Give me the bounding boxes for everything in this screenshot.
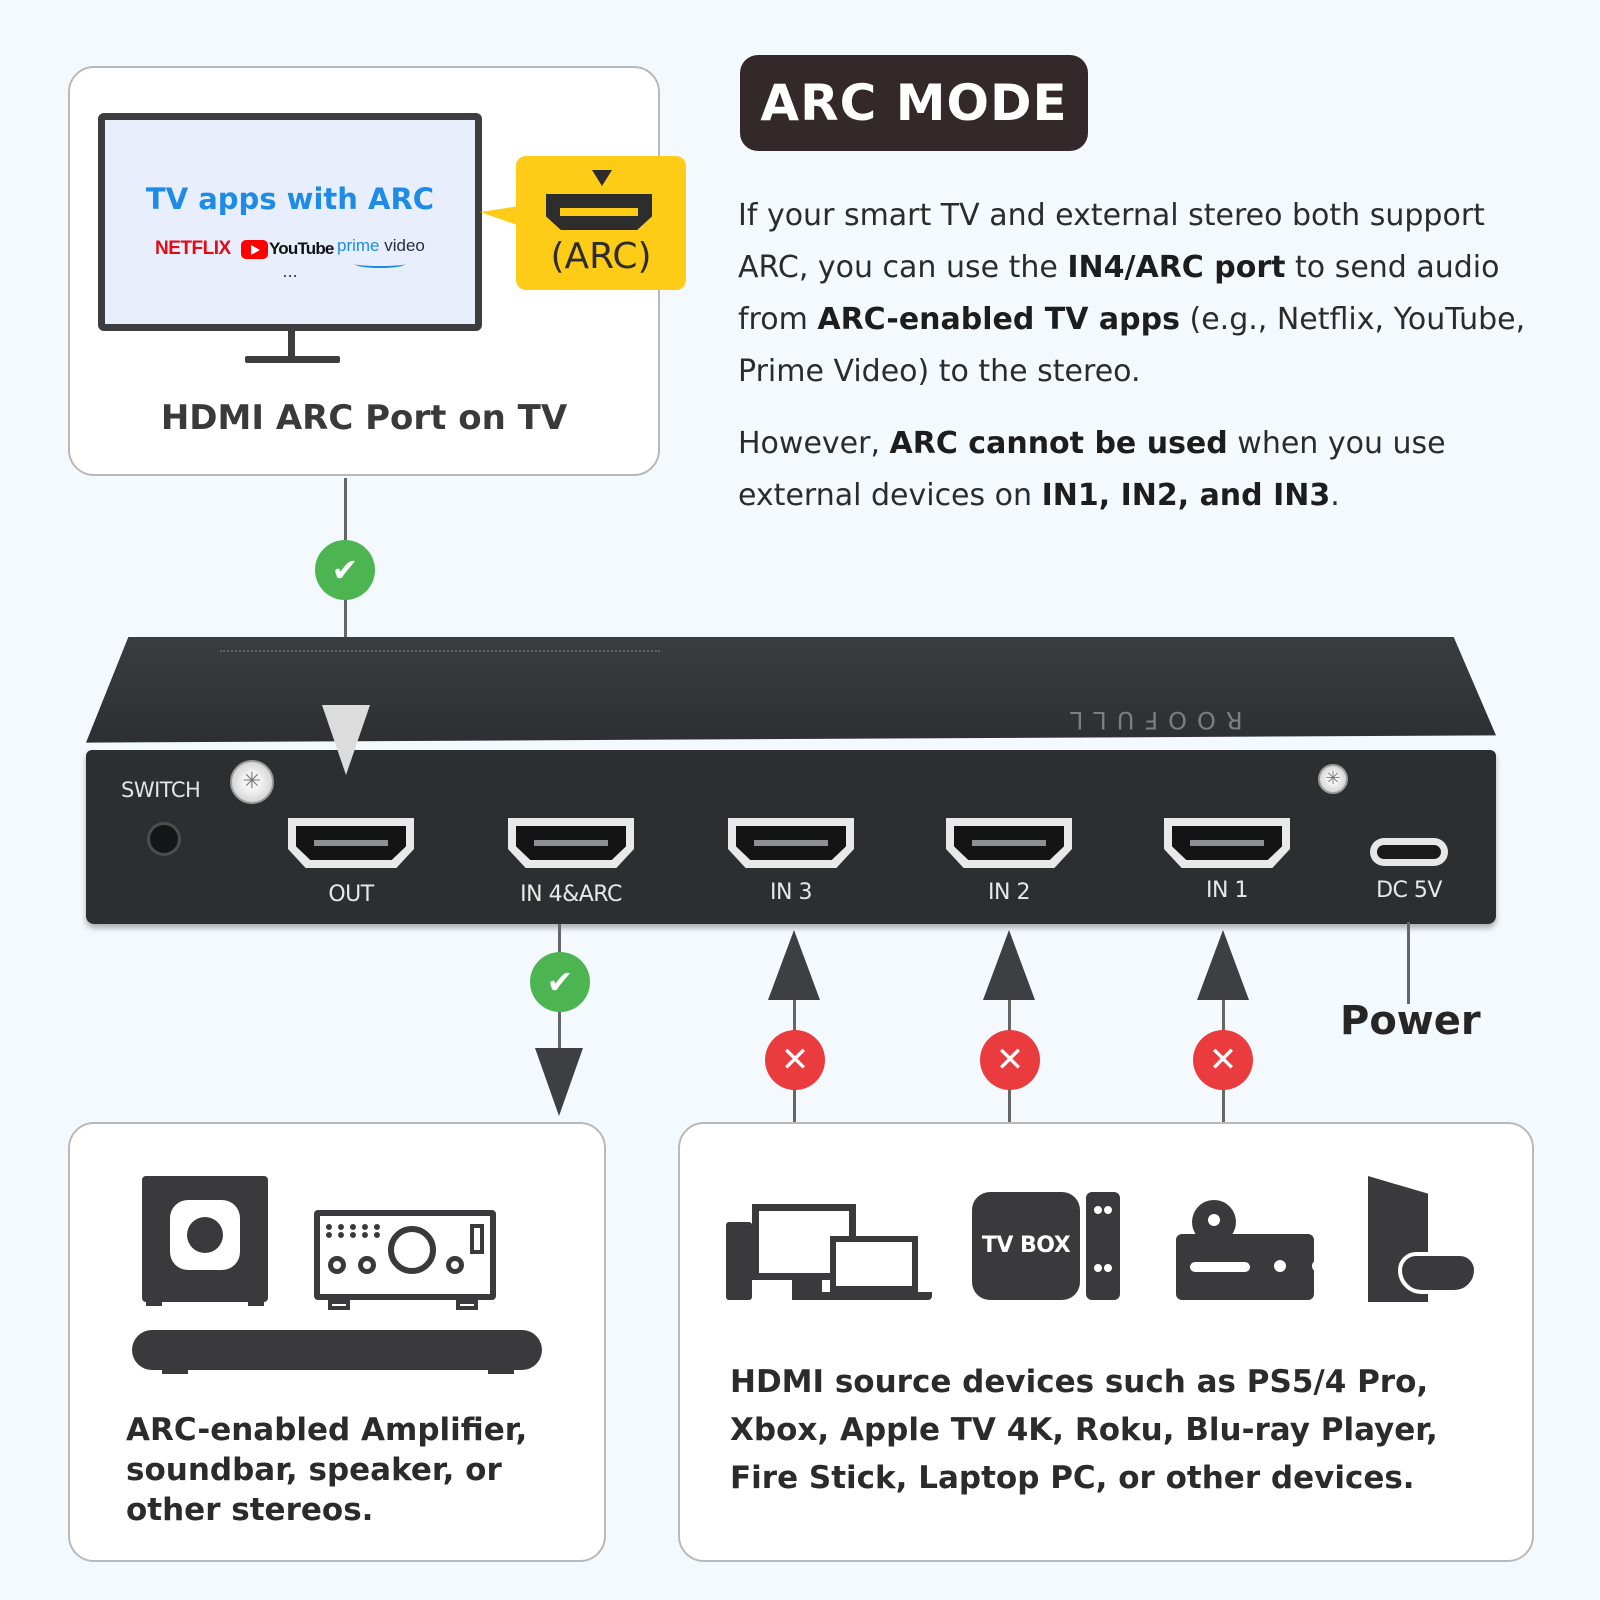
check-icon: ✔ (315, 540, 375, 600)
amp-display (326, 1224, 380, 1238)
stereo-panel-text: ARC-enabled Amplifier, soundbar, speaker… (126, 1412, 528, 1528)
screw-icon (230, 760, 274, 804)
arrow-up-icon (1197, 930, 1249, 1000)
switch-button[interactable] (147, 822, 181, 856)
switch-label: SWITCH (121, 778, 201, 802)
port-label-out: OUT (328, 882, 374, 907)
tv-apps-title: TV apps with ARC (145, 182, 435, 216)
arc-mode-description: If your smart TV and external stereo bot… (738, 190, 1558, 542)
amp-button (470, 1224, 484, 1254)
p2-bold-d: IN1, IN2, and IN3 (1041, 478, 1331, 513)
amp-knob (446, 1256, 464, 1274)
netflix-logo: NETFLIX (155, 238, 231, 259)
arc-mode-title: ARC MODE (740, 55, 1088, 151)
arrow-down-icon (322, 705, 370, 775)
tv-stand-base (245, 356, 340, 363)
port-label-in2: IN 2 (988, 880, 1030, 905)
source-panel-text: HDMI source devices such as PS5/4 Pro, X… (730, 1364, 1438, 1496)
p1-bold-d: ARC-enabled TV apps (817, 302, 1180, 337)
monitor-stand (792, 1280, 822, 1300)
arc-badge-label: (ARC) (550, 236, 652, 277)
p2-text-e: . (1330, 478, 1340, 513)
laptop-icon (830, 1236, 918, 1292)
soundbar-foot (488, 1368, 514, 1374)
gamepad-icon (1398, 1252, 1478, 1294)
device-top-print (220, 650, 660, 658)
cross-icon: ✕ (1193, 1030, 1253, 1090)
hdmi-port-in3[interactable] (728, 818, 854, 868)
p1-text-e: (e.g., Netflix, YouTube, Prime Video) to… (738, 302, 1526, 389)
p2-text-a: However, (738, 426, 890, 461)
cross-icon: ✕ (980, 1030, 1040, 1090)
arrow-up-icon (983, 930, 1035, 1000)
switch-device-top (86, 637, 1496, 743)
arrow-up-icon (768, 930, 820, 1000)
soundbar-foot (162, 1368, 188, 1374)
hdmi-port-in4-arc[interactable] (508, 818, 634, 868)
more-apps-ellipsis: ... (282, 262, 298, 281)
soundbar-icon (132, 1330, 542, 1370)
prime-smile-icon (355, 260, 405, 268)
power-line (1407, 922, 1410, 1004)
disc-icon (1192, 1200, 1236, 1244)
port-label-dc5v: DC 5V (1376, 878, 1442, 903)
prime-video-logo: prime video (337, 236, 425, 256)
p2-bold-b: ARC cannot be used (889, 426, 1228, 461)
description-paragraph-1: If your smart TV and external stereo bot… (738, 190, 1558, 398)
amp-foot (328, 1300, 350, 1310)
cross-icon: ✕ (765, 1030, 825, 1090)
pc-tower-icon (726, 1222, 752, 1300)
tv-panel-caption: HDMI ARC Port on TV (160, 398, 568, 438)
speaker-cone (170, 1200, 240, 1270)
amp-knob (328, 1256, 346, 1274)
brand-logo: ROOFULL (1060, 706, 1243, 734)
p1-bold-b: IN4/ARC port (1067, 250, 1286, 285)
description-paragraph-2: However, ARC cannot be used when you use… (738, 418, 1558, 522)
p1-text-a: If your smart TV and external stereo bot… (738, 198, 1485, 285)
tv-stand-neck (288, 330, 295, 360)
video-word: video (384, 236, 425, 255)
remote-icon (1086, 1192, 1120, 1300)
arc-badge-pointer (480, 206, 520, 226)
hdmi-port-out[interactable] (288, 818, 414, 868)
subwoofer-foot (248, 1292, 264, 1306)
youtube-logo: YouTube (269, 239, 334, 258)
arc-port-badge: (ARC) (516, 156, 686, 290)
app-logos: NETFLIX YouTube prime video (155, 236, 445, 268)
hdmi-port-icon (546, 194, 652, 230)
arrow-down-icon (535, 1048, 583, 1116)
screw-icon (1318, 764, 1348, 794)
port-label-in4-arc: IN 4&ARC (520, 882, 622, 907)
port-label-in1: IN 1 (1206, 878, 1248, 903)
amp-knob (358, 1256, 376, 1274)
tv-arc-panel: TV apps with ARC NETFLIX YouTube prime v… (68, 66, 686, 476)
port-label-in3: IN 3 (770, 880, 812, 905)
stereo-panel: ARC-enabled Amplifier, soundbar, speaker… (68, 1122, 606, 1562)
p1-text-c: to send audio from (738, 250, 1500, 337)
laptop-base (818, 1292, 932, 1300)
usb-c-power-port[interactable] (1370, 838, 1448, 866)
tv-screen: TV apps with ARC NETFLIX YouTube prime v… (98, 113, 482, 331)
amp-volume-knob (388, 1226, 436, 1274)
hdmi-port-in2[interactable] (946, 818, 1072, 868)
tv-box-icon: TV BOX (972, 1192, 1080, 1300)
subwoofer-icon (142, 1176, 268, 1302)
prime-word: prime (337, 236, 380, 255)
amplifier-icon (314, 1210, 496, 1300)
p2-text-c: when you use external devices on (738, 426, 1446, 513)
tv-to-out-line (344, 478, 347, 738)
amp-foot (456, 1300, 478, 1310)
youtube-play-icon (241, 240, 268, 259)
subwoofer-foot (146, 1292, 162, 1306)
blu-ray-player-icon (1176, 1234, 1324, 1300)
power-label: Power (1340, 998, 1481, 1044)
arrow-down-icon (592, 170, 612, 186)
check-icon: ✔ (530, 952, 590, 1012)
hdmi-port-in1[interactable] (1164, 818, 1290, 868)
source-devices-panel: TV BOX HDMI source devices such as PS5/4… (678, 1122, 1534, 1562)
